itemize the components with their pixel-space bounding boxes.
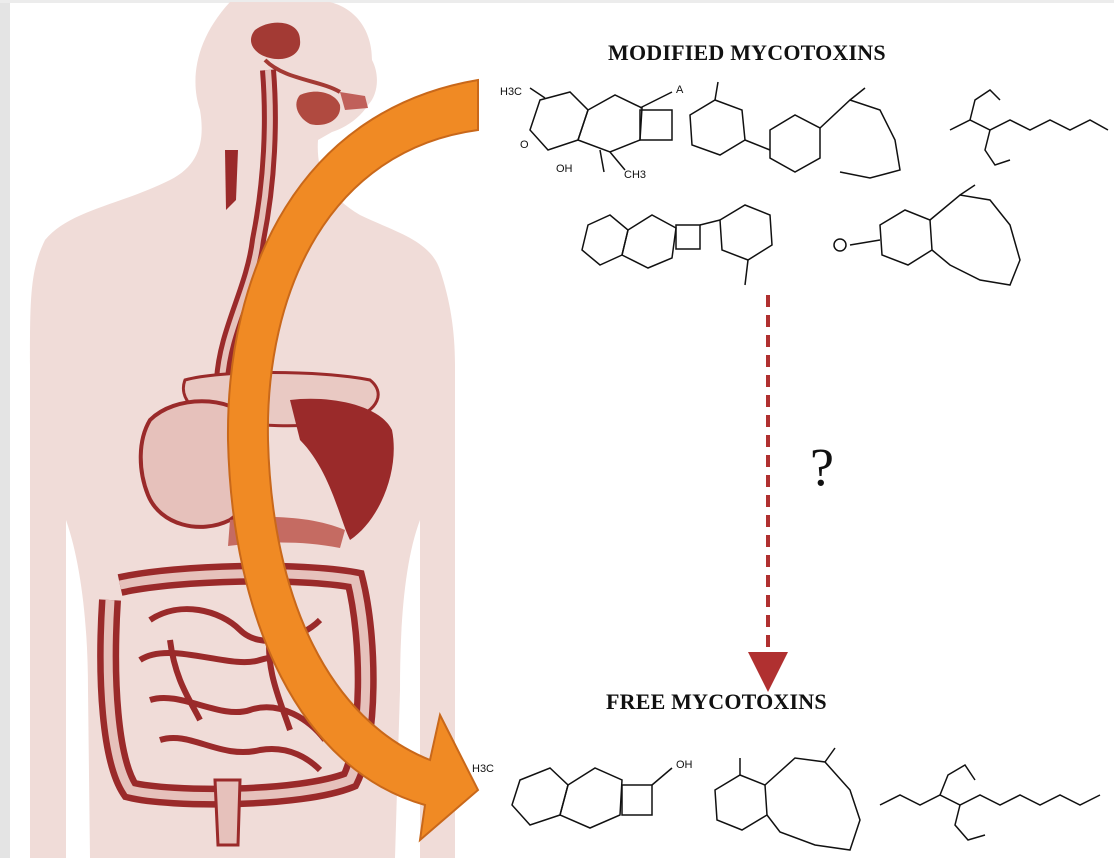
rectum <box>215 780 240 845</box>
free-label-oh: OH <box>676 759 693 771</box>
free-label-h3c: H3C <box>472 763 494 775</box>
molecule-zearalenone <box>715 748 860 850</box>
question-mark: ? <box>810 436 834 498</box>
modified-mycotoxin-structures: H3C A O OH CH3 <box>500 82 1108 285</box>
label-ch3: CH3 <box>624 169 646 181</box>
free-mycotoxins-heading: FREE MYCOTOXINS <box>606 689 827 715</box>
molecule-deoxynivalenol: H3C OH <box>472 759 693 828</box>
molecule-zearalenone-glucoside <box>690 82 900 178</box>
free-mycotoxin-structures: H3C OH <box>472 748 1100 850</box>
molecule-modified-trichothecene: H3C A O OH CH3 <box>500 84 684 181</box>
label-o: O <box>520 139 529 151</box>
molecule-modified-fumonisin <box>950 90 1108 165</box>
label-oh: OH <box>556 163 573 175</box>
modified-mycotoxins-heading: MODIFIED MYCOTOXINS <box>608 40 886 66</box>
label-h3c: H3C <box>500 86 522 98</box>
molecule-fumonisin <box>880 765 1100 840</box>
molecule-zearalenone-sulfate <box>834 185 1020 285</box>
molecule-trichothecene-glucoside <box>582 205 772 285</box>
label-a: A <box>676 84 684 96</box>
